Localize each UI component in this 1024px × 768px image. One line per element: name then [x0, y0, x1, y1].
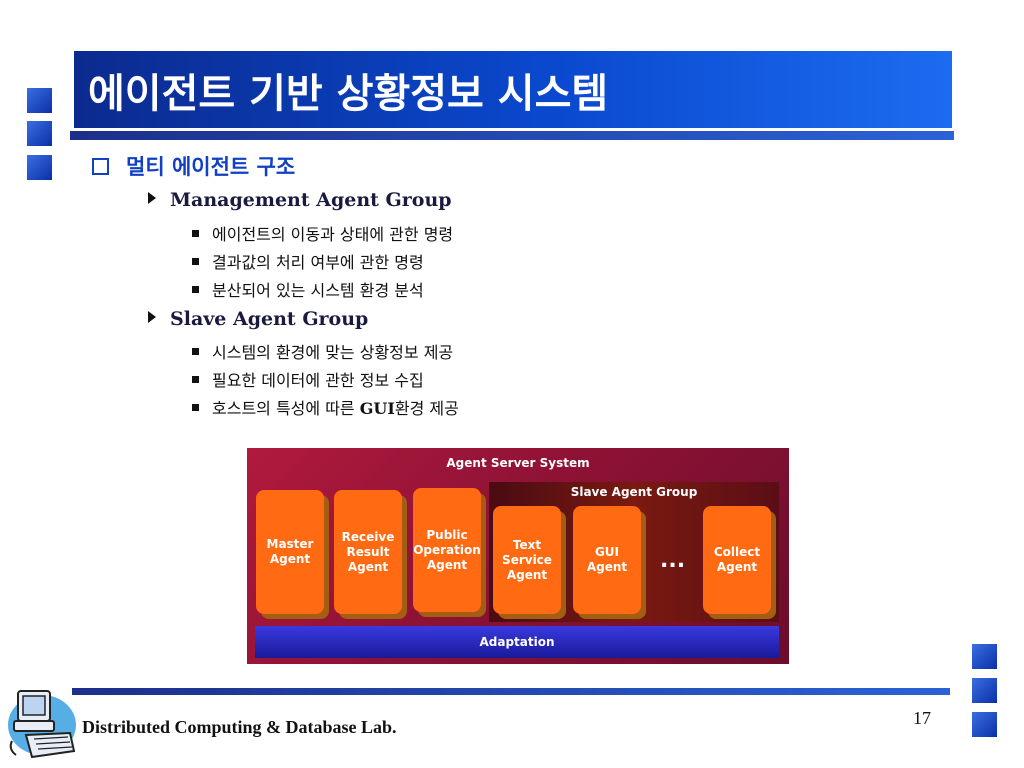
square-bullet-icon: [192, 230, 199, 237]
decor-square-right-1: [972, 644, 997, 669]
title-bar: 에이전트 기반 상황정보 시스템: [74, 51, 952, 128]
more-agents-ellipsis: ...: [660, 548, 686, 573]
footer-lab-name: Distributed Computing & Database Lab.: [82, 717, 397, 737]
section-heading: 멀티 에이전트 구조: [126, 155, 296, 179]
hollow-square-bullet-icon: [92, 158, 109, 175]
list-item: 결과값의 처리 여부에 관한 명령: [192, 249, 424, 273]
decor-square-right-3: [972, 712, 997, 737]
agent-box-master: Master Agent: [256, 490, 324, 614]
list-item: 에이전트의 이동과 상태에 관한 명령: [192, 221, 453, 245]
list-item: 호스트의 특성에 따른 GUI환경 제공: [192, 395, 459, 419]
adaptation-layer: Adaptation: [255, 626, 779, 658]
agent-box-text-service: Text Service Agent: [493, 506, 561, 614]
slave-group-label: Slave Agent Group: [570, 485, 698, 499]
agent-box-public-operation: Public Operation Agent: [413, 488, 481, 612]
footer-divider: [72, 688, 950, 695]
list-item: 필요한 데이터에 관한 정보 수집: [192, 367, 424, 391]
agent-box-receive-result: Receive Result Agent: [334, 490, 402, 614]
list-item: 시스템의 환경에 맞는 상황정보 제공: [192, 339, 453, 363]
triangle-bullet-icon: [148, 192, 156, 204]
page-number: 17: [913, 708, 931, 728]
decor-square-left-1: [27, 88, 52, 113]
group-heading-slave: Slave Agent Group: [148, 308, 368, 330]
agent-box-collect: Collect Agent: [703, 506, 771, 614]
computer-icon: [8, 690, 76, 759]
page-title: 에이전트 기반 상황정보 시스템: [88, 71, 609, 117]
square-bullet-icon: [192, 404, 199, 411]
decor-square-right-2: [972, 678, 997, 703]
architecture-diagram: Agent Server System Slave Agent Group Ma…: [247, 448, 789, 664]
square-bullet-icon: [192, 376, 199, 383]
title-underline: [70, 131, 954, 140]
decor-square-left-3: [27, 155, 52, 180]
group-heading-management: Management Agent Group: [148, 189, 452, 211]
square-bullet-icon: [192, 258, 199, 265]
decor-square-left-2: [27, 121, 52, 146]
square-bullet-icon: [192, 286, 199, 293]
server-system-label: Agent Server System: [446, 456, 590, 470]
triangle-bullet-icon: [148, 311, 156, 323]
list-item: 분산되어 있는 시스템 환경 분석: [192, 277, 424, 301]
agent-box-gui: GUI Agent: [573, 506, 641, 614]
square-bullet-icon: [192, 348, 199, 355]
